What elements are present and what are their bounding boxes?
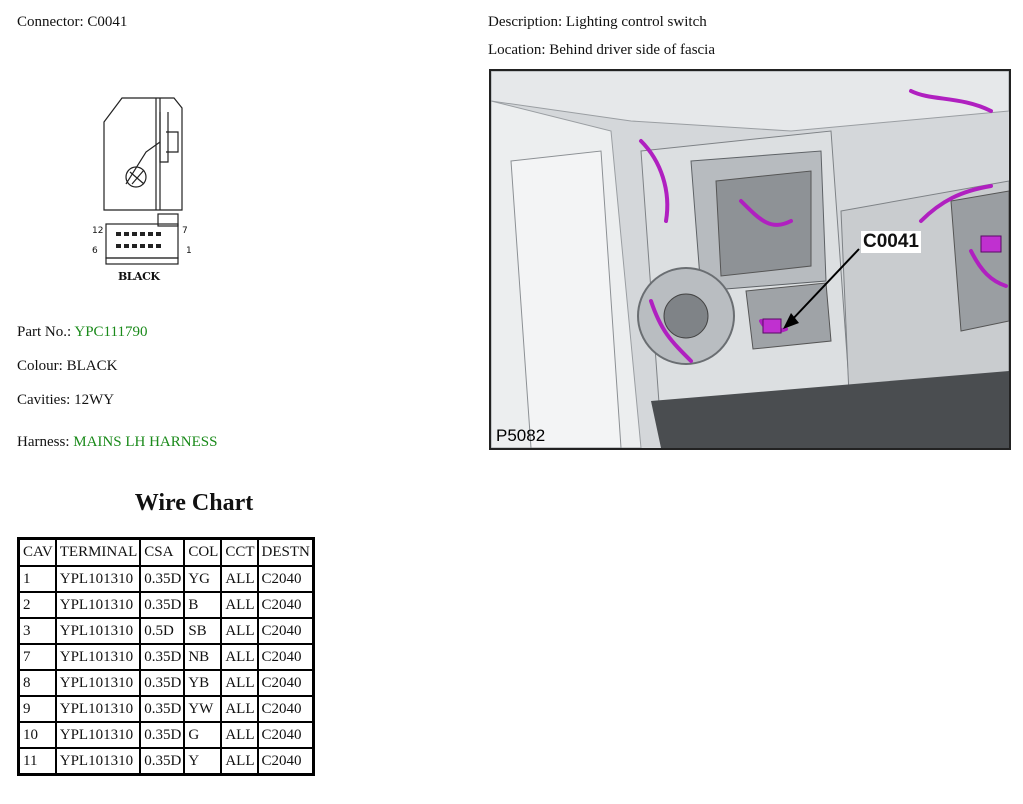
cell-cct: ALL — [220, 669, 259, 697]
photo-callout: C0041 — [861, 231, 921, 253]
harness-label: Harness: — [17, 434, 70, 450]
cell-destn: C2040 — [256, 617, 315, 645]
table-row: 3 YPL101310 0.5D SB ALL C2040 — [17, 617, 315, 645]
cell-col: G — [183, 721, 223, 749]
col-header-terminal: TERMINAL — [54, 537, 142, 567]
cell-csa: 0.35D — [139, 565, 186, 593]
colour-value: BLACK — [66, 358, 118, 374]
cell-csa: 0.35D — [139, 695, 186, 723]
cell-cav: 8 — [17, 669, 57, 697]
location-illustration — [491, 71, 1009, 448]
wire-chart-header-row: CAV TERMINAL CSA COL CCT DESTN — [17, 537, 315, 567]
cell-terminal: YPL101310 — [54, 617, 142, 645]
cell-csa: 0.35D — [139, 591, 186, 619]
location-line: Location: Behind driver side of fascia — [488, 42, 715, 59]
harness-link[interactable]: MAINS LH HARNESS — [73, 434, 218, 450]
part-no-label: Part No.: — [17, 324, 72, 340]
table-row: 8 YPL101310 0.35D YB ALL C2040 — [17, 669, 315, 697]
cavities-line: Cavities: 12WY — [17, 392, 114, 409]
colour-line: Colour: BLACK — [17, 358, 117, 375]
part-no-line: Part No.: YPC111790 — [17, 324, 147, 341]
table-row: 10 YPL101310 0.35D G ALL C2040 — [17, 721, 315, 749]
cell-cav: 1 — [17, 565, 57, 593]
cell-cav: 11 — [17, 747, 57, 776]
cell-cav: 7 — [17, 643, 57, 671]
colour-label: Colour: — [17, 358, 63, 374]
cell-destn: C2040 — [256, 747, 315, 776]
cell-cct: ALL — [220, 565, 259, 593]
part-no-link[interactable]: YPC111790 — [74, 324, 148, 340]
col-header-col: COL — [183, 537, 223, 567]
wire-chart-title: Wire Chart — [134, 490, 254, 516]
cell-cav: 9 — [17, 695, 57, 723]
cell-terminal: YPL101310 — [54, 565, 142, 593]
cavities-label: Cavities: — [17, 392, 71, 408]
col-header-csa: CSA — [139, 537, 186, 567]
cell-col: YW — [183, 695, 223, 723]
connector-drawing — [103, 97, 183, 265]
cell-destn: C2040 — [256, 591, 315, 619]
cell-cct: ALL — [220, 695, 259, 723]
description-label: Description: — [488, 14, 563, 30]
cell-col: SB — [183, 617, 223, 645]
table-row: 2 YPL101310 0.35D B ALL C2040 — [17, 591, 315, 619]
pin-label-12: 12 — [92, 226, 104, 236]
col-header-cct: CCT — [220, 537, 259, 567]
table-row: 1 YPL101310 0.35D YG ALL C2040 — [17, 565, 315, 593]
cell-destn: C2040 — [256, 695, 315, 723]
pin-label-7: 7 — [182, 226, 188, 236]
cell-destn: C2040 — [256, 565, 315, 593]
photo-ref: P5082 — [496, 426, 546, 445]
cell-destn: C2040 — [256, 643, 315, 671]
cell-col: B — [183, 591, 223, 619]
pin-label-1: 1 — [186, 246, 192, 256]
connector-line: Connector: C0041 — [17, 14, 127, 31]
harness-line: Harness: MAINS LH HARNESS — [17, 434, 217, 451]
location-value: Behind driver side of fascia — [549, 42, 716, 58]
cell-destn: C2040 — [256, 721, 315, 749]
cell-terminal: YPL101310 — [54, 643, 142, 671]
cell-col: YB — [183, 669, 223, 697]
cell-csa: 0.35D — [139, 643, 186, 671]
description-line: Description: Lighting control switch — [488, 14, 707, 31]
cell-terminal: YPL101310 — [54, 747, 142, 776]
table-row: 7 YPL101310 0.35D NB ALL C2040 — [17, 643, 315, 671]
cell-terminal: YPL101310 — [54, 721, 142, 749]
location-photo: C0041 P5082 — [489, 69, 1011, 450]
drawing-colour-label: BLACK — [118, 270, 160, 283]
location-label: Location: — [488, 42, 546, 58]
connector-label: Connector: — [17, 14, 84, 30]
cavities-value: 12WY — [74, 392, 115, 408]
cell-cct: ALL — [220, 747, 259, 776]
cell-csa: 0.5D — [139, 617, 186, 645]
col-header-cav: CAV — [17, 537, 57, 567]
cell-terminal: YPL101310 — [54, 591, 142, 619]
col-header-destn: DESTN — [256, 537, 315, 567]
cell-destn: C2040 — [256, 669, 315, 697]
cell-cct: ALL — [220, 643, 259, 671]
pin-label-6: 6 — [92, 246, 98, 256]
cell-col: YG — [183, 565, 223, 593]
wire-chart-table: CAV TERMINAL CSA COL CCT DESTN 1 YPL1013… — [17, 537, 315, 776]
cell-cav: 3 — [17, 617, 57, 645]
cell-col: Y — [183, 747, 223, 776]
cell-cct: ALL — [220, 721, 259, 749]
description-value: Lighting control switch — [565, 14, 707, 30]
cell-csa: 0.35D — [139, 721, 186, 749]
cell-csa: 0.35D — [139, 747, 186, 776]
cell-csa: 0.35D — [139, 669, 186, 697]
cell-terminal: YPL101310 — [54, 669, 142, 697]
table-row: 11 YPL101310 0.35D Y ALL C2040 — [17, 747, 315, 776]
cell-cct: ALL — [220, 617, 259, 645]
cell-col: NB — [183, 643, 223, 671]
cell-terminal: YPL101310 — [54, 695, 142, 723]
cell-cav: 2 — [17, 591, 57, 619]
cell-cct: ALL — [220, 591, 259, 619]
cell-cav: 10 — [17, 721, 57, 749]
connector-value: C0041 — [87, 14, 128, 30]
table-row: 9 YPL101310 0.35D YW ALL C2040 — [17, 695, 315, 723]
